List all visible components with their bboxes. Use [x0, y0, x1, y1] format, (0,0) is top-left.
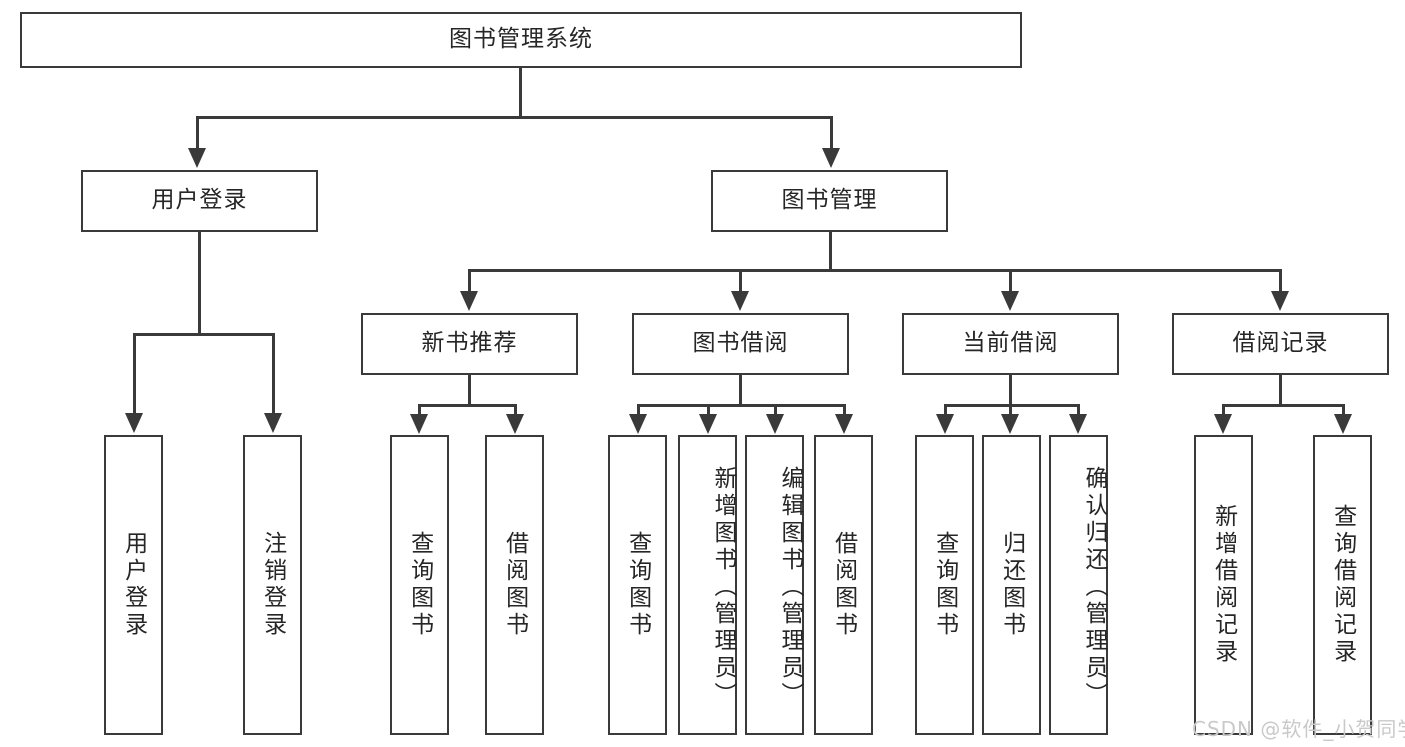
leaf-bb-borrow-book[interactable]: 借阅图书 [814, 435, 873, 735]
arrow-nbr-leaf-2 [506, 414, 524, 434]
leaf-cb-query-book[interactable]: 查询图书 [915, 435, 974, 735]
node-book-management[interactable]: 图书管理 [711, 170, 948, 232]
arrow-bm-to-current-borrow [1001, 291, 1019, 311]
edge-book-management-stem [829, 232, 832, 272]
arrow-bb-leaf-3 [766, 414, 784, 434]
node-new-book-recommend[interactable]: 新书推荐 [361, 313, 578, 375]
node-user-login[interactable]: 用户登录 [81, 170, 318, 232]
arrow-br-leaf-1 [1214, 414, 1232, 434]
leaf-user-login-logout[interactable]: 注销登录 [243, 435, 302, 735]
node-label: 图书管理系统 [449, 26, 593, 53]
edge-user-login-drop-2 [272, 333, 275, 415]
edge-cb-drop-1 [944, 404, 947, 418]
arrow-bm-to-book-borrow [731, 291, 749, 311]
arrow-nbr-leaf-1 [410, 414, 428, 434]
node-label: 新增图书（管理员） [710, 465, 736, 709]
node-label: 查询借阅记录 [1329, 504, 1356, 666]
edge-root-to-user-login [196, 116, 199, 150]
edge-cb-drop-3 [1077, 404, 1080, 418]
leaf-bb-add-book-admin[interactable]: 新增图书（管理员） [678, 435, 737, 735]
edge-book-management-bus [468, 269, 1282, 272]
edge-cb-drop-2 [1009, 404, 1012, 418]
leaf-bb-query-book[interactable]: 查询图书 [608, 435, 667, 735]
arrow-bm-to-new-book-recommend [460, 291, 478, 311]
arrow-bb-leaf-2 [699, 414, 717, 434]
leaf-bb-edit-book-admin[interactable]: 编辑图书（管理员） [745, 435, 804, 735]
edge-root-stem [519, 68, 522, 118]
leaf-nbr-borrow-book[interactable]: 借阅图书 [485, 435, 544, 735]
node-root-book-management-system[interactable]: 图书管理系统 [20, 12, 1022, 68]
edge-br-drop-1 [1222, 404, 1225, 418]
node-label: 当前借阅 [962, 330, 1059, 357]
node-label: 用户登录 [151, 187, 248, 214]
edge-nbr-drop-2 [514, 404, 517, 418]
edge-user-login-drop-1 [133, 333, 136, 415]
node-current-borrow[interactable]: 当前借阅 [902, 313, 1119, 375]
leaf-br-add-record[interactable]: 新增借阅记录 [1194, 435, 1253, 735]
edge-cb-stem [1009, 375, 1012, 407]
arrow-user-login-leaf-2 [264, 413, 282, 433]
edge-user-login-stem [198, 232, 201, 336]
edge-bb-drop-1 [637, 404, 640, 418]
watermark: CSDN @软件_小贺同学 [1192, 717, 1405, 741]
edge-bm-drop-2 [739, 269, 742, 293]
edge-user-login-bus [133, 333, 275, 336]
node-label: 用户登录 [120, 531, 147, 639]
edge-root-to-book-management [830, 116, 833, 150]
edge-bm-drop-1 [468, 269, 471, 293]
leaf-cb-confirm-return-admin[interactable]: 确认归还（管理员） [1049, 435, 1108, 735]
node-label: 借阅记录 [1232, 330, 1329, 357]
node-borrow-record[interactable]: 借阅记录 [1172, 313, 1389, 375]
leaf-cb-return-book[interactable]: 归还图书 [982, 435, 1041, 735]
arrow-cb-leaf-3 [1069, 414, 1087, 434]
node-label: 确认归还（管理员） [1081, 465, 1107, 709]
node-label: 借阅图书 [501, 531, 528, 639]
edge-br-stem [1279, 375, 1282, 407]
edge-nbr-stem [468, 375, 471, 407]
edge-bm-drop-4 [1279, 269, 1282, 293]
edge-bb-drop-2 [707, 404, 710, 418]
arrow-cb-leaf-1 [936, 414, 954, 434]
node-label: 查询图书 [624, 531, 651, 639]
leaf-nbr-query-book[interactable]: 查询图书 [390, 435, 449, 735]
node-book-borrow[interactable]: 图书借阅 [632, 313, 849, 375]
arrow-bm-to-borrow-record [1271, 291, 1289, 311]
node-label: 归还图书 [998, 531, 1025, 639]
node-label: 图书借阅 [692, 330, 789, 357]
edge-bm-drop-3 [1009, 269, 1012, 293]
leaf-br-query-record[interactable]: 查询借阅记录 [1313, 435, 1372, 735]
arrow-br-leaf-2 [1334, 414, 1352, 434]
node-label: 查询图书 [931, 531, 958, 639]
edge-root-bus [196, 116, 833, 119]
leaf-user-login-login[interactable]: 用户登录 [104, 435, 163, 735]
arrow-cb-leaf-2 [1001, 414, 1019, 434]
arrow-user-login-leaf-1 [125, 413, 143, 433]
edge-bb-drop-3 [774, 404, 777, 418]
edge-bb-stem [739, 375, 742, 407]
edge-bb-bus [637, 404, 845, 407]
node-label: 注销登录 [259, 531, 286, 639]
edge-nbr-bus [418, 404, 516, 407]
arrow-root-to-user-login [188, 148, 206, 168]
node-label: 新书推荐 [421, 330, 518, 357]
node-label: 查询图书 [406, 531, 433, 639]
node-label: 编辑图书（管理员） [777, 465, 803, 709]
node-label: 借阅图书 [830, 531, 857, 639]
edge-br-bus [1222, 404, 1344, 407]
node-label: 新增借阅记录 [1210, 504, 1237, 666]
node-label: 图书管理 [781, 187, 878, 214]
arrow-bb-leaf-4 [835, 414, 853, 434]
arrow-bb-leaf-1 [629, 414, 647, 434]
edge-nbr-drop-1 [418, 404, 421, 418]
edge-br-drop-2 [1342, 404, 1345, 418]
edge-bb-drop-4 [843, 404, 846, 418]
arrow-root-to-book-management [822, 148, 840, 168]
